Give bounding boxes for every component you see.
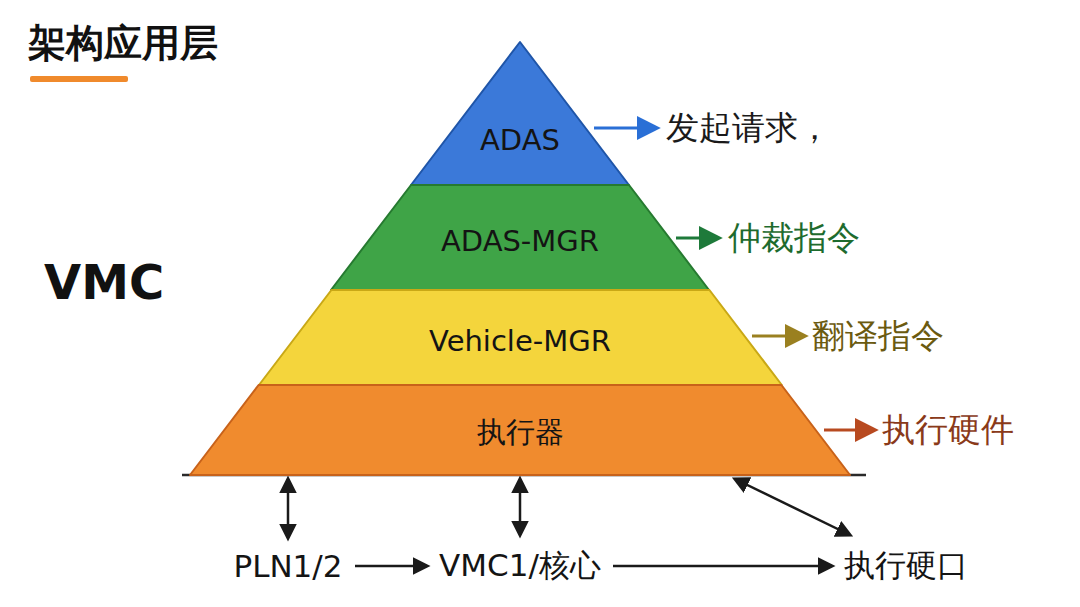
connector-arrow (735, 479, 850, 535)
annotation: 发起请求， (666, 106, 831, 151)
interface-box: 执行硬口 (836, 539, 976, 593)
leader-arrow (752, 335, 804, 338)
connector-arrow (287, 479, 290, 538)
pyramid-band: 执行器 (190, 385, 850, 475)
band-label: ADAS (480, 123, 560, 157)
band-label: 执行器 (477, 413, 564, 453)
interface-label: VMC1/核心 (433, 541, 607, 591)
band-fill (259, 290, 782, 385)
interface-label: PLN1/2 (227, 544, 348, 588)
interface-label: 执行硬口 (838, 541, 974, 591)
title-underline (30, 76, 128, 82)
annotation: 翻译指令 (812, 314, 944, 359)
annotation: 执行硬件 (882, 408, 1014, 453)
band-label: Vehicle-MGR (429, 324, 611, 358)
band-label: ADAS-MGR (441, 224, 599, 258)
pyramid-band: Vehicle-MGR (259, 290, 782, 385)
system-label: VMC (44, 254, 164, 310)
leader-arrow (594, 127, 656, 130)
band-shape (411, 42, 629, 185)
connector-arrow (519, 479, 522, 535)
band-fill (331, 185, 709, 290)
band-fill (411, 42, 629, 185)
band-fill (190, 385, 850, 475)
connector-arrow (613, 565, 832, 568)
leader-arrow (824, 429, 874, 432)
interface-box: PLN1/2 (225, 542, 351, 590)
pyramid-band: ADAS (411, 42, 629, 185)
annotation: 仲裁指令 (728, 216, 860, 261)
connector-arrow (355, 565, 427, 568)
title: 架构应用层 (28, 18, 218, 69)
pyramid-band: ADAS-MGR (331, 185, 709, 290)
leader-arrow (676, 237, 718, 240)
interface-box: VMC1/核心 (431, 539, 609, 593)
